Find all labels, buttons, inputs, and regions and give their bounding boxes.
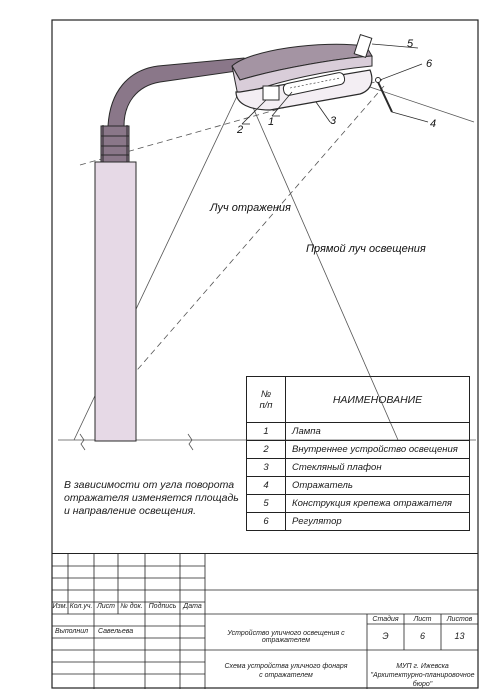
stage-header: Стадия xyxy=(372,616,399,623)
sheets-header: Листов xyxy=(446,616,473,623)
angle-note-line: и направление освещения. xyxy=(64,505,197,517)
legend-row: 6 Регулятор xyxy=(246,512,470,531)
legend-row-num: 6 xyxy=(246,512,286,531)
legend-row-name: Стекляный плафон xyxy=(285,458,470,477)
callout-5: 5 xyxy=(407,38,414,50)
collar-rings xyxy=(101,135,129,156)
angle-note-line: В зависимости от угла поворота xyxy=(64,479,235,491)
reflector-mount xyxy=(353,34,373,58)
legend-row-name: Лампа xyxy=(285,422,470,441)
lamp-head xyxy=(231,34,393,113)
sheet-value: 6 xyxy=(419,631,425,641)
col-header: Кол.уч. xyxy=(69,603,93,610)
reflector xyxy=(377,81,393,113)
title-block-headers: Изм. Кол.уч. Лист № док. Подпись Дата xyxy=(52,603,205,614)
callout-6: 6 xyxy=(426,58,433,70)
legend-header-num: № п/п xyxy=(246,376,286,423)
legend-row: 2 Внутреннее устройство освещения xyxy=(246,440,470,459)
legend-row-num: 3 xyxy=(246,458,286,477)
callout-leaders xyxy=(241,43,429,125)
stage-value: Э xyxy=(382,631,389,641)
legend-header-name: НАИМЕНОВАНИЕ xyxy=(285,376,470,423)
callout-3: 3 xyxy=(330,115,337,127)
person-name: Савельева xyxy=(98,628,134,635)
lamp-pole xyxy=(94,125,137,442)
col-header: Изм. xyxy=(52,603,68,610)
inner-device xyxy=(262,85,280,101)
angle-note-line: отражателя изменяется площадь xyxy=(64,492,239,504)
legend-header-row: № п/п НАИМЕНОВАНИЕ xyxy=(246,376,470,423)
col-header: № док. xyxy=(120,603,143,610)
role-label: Выполнил xyxy=(55,628,89,635)
lamp-tube xyxy=(282,72,346,96)
col-header: Дата xyxy=(183,603,202,610)
callout-2: 2 xyxy=(237,124,244,136)
angle-note: В зависимости от угла поворота отражател… xyxy=(64,479,254,518)
legend-row-num: 5 xyxy=(246,494,286,513)
title-block: Изм. Кол.уч. Лист № док. Подпись Дата Вы… xyxy=(52,553,478,689)
callout-1: 1 xyxy=(268,116,275,128)
legend-row: 5 Конструкция крепежа отражателя xyxy=(246,494,470,513)
col-header: Подпись xyxy=(148,603,177,610)
regulator xyxy=(375,77,381,83)
col-header: Лист xyxy=(96,603,116,610)
legend-row-name: Внутреннее устройство освещения xyxy=(285,440,470,459)
legend-row-num: 1 xyxy=(246,422,286,441)
legend-row-name: Конструкция крепежа отражателя xyxy=(285,494,470,513)
callout-4: 4 xyxy=(430,118,437,130)
legend-row-num: 2 xyxy=(246,440,286,459)
pole-collar xyxy=(100,125,130,163)
legend-row-name: Регулятор xyxy=(285,512,470,531)
direct-ray-label: Прямой луч освещения xyxy=(306,243,426,255)
legend-row: 1 Лампа xyxy=(246,422,470,441)
drawing-title: Схема устройства уличного фонаря с отраж… xyxy=(224,663,348,679)
sheet-header: Лист xyxy=(413,616,432,623)
legend-row-name: Отражатель xyxy=(285,476,470,495)
reflected-ray-label: Луч отражения xyxy=(210,202,291,214)
legend-table: № п/п НАИМЕНОВАНИЕ 1 Лампа 2 Внутреннее … xyxy=(246,376,470,531)
pole-shaft xyxy=(94,161,137,442)
upper-ray-line xyxy=(354,81,475,123)
project-title: Устройство уличного освещения с отражате… xyxy=(227,630,345,644)
ground-break-mark-left xyxy=(79,433,86,451)
legend-row: 3 Стекляный плафон xyxy=(246,458,470,477)
legend-row-num: 4 xyxy=(246,476,286,495)
ground-break-mark xyxy=(187,433,194,451)
organization: МУП г. Ижевска "Архитектурно-планировочн… xyxy=(370,663,475,688)
sheet-frame xyxy=(51,19,479,689)
dashed-ray-diagonal xyxy=(117,85,385,393)
legend-row: 4 Отражатель xyxy=(246,476,470,495)
sheets-value: 13 xyxy=(454,631,465,641)
title-block-grid xyxy=(52,554,478,689)
lamp-arm xyxy=(107,57,245,127)
